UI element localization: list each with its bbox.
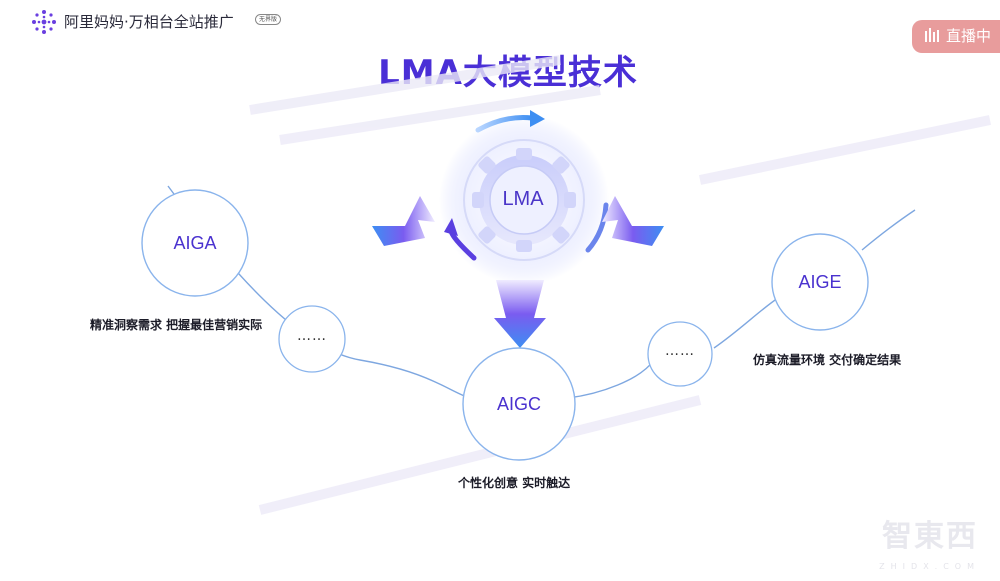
- right-cycle-arrow-icon: [585, 202, 609, 253]
- lma-outer-ring: [463, 139, 585, 261]
- ellipsis-node-left: [278, 305, 346, 373]
- aiga-node: [141, 189, 249, 297]
- aiga-caption: 精准洞察需求 把握最佳营销实际: [90, 318, 263, 332]
- arrow-to-aiga-icon: [372, 196, 435, 246]
- left-cycle-arrowhead-icon: [444, 218, 458, 236]
- aige-label: AIGE: [798, 272, 842, 292]
- arrow-to-aige-icon: [602, 196, 664, 246]
- brand-name: 阿里妈妈·万相台全站推广: [64, 13, 234, 31]
- ellipsis-node-right: [647, 321, 713, 387]
- aiga-label: AIGA: [173, 233, 217, 253]
- aigc-label: AIGC: [496, 394, 541, 414]
- aige-caption: 仿真流量环境 交付确定结果: [753, 353, 902, 367]
- arrow-to-aigc-icon: [494, 280, 546, 348]
- top-cycle-arrowhead-icon: [530, 110, 545, 127]
- ellipsis-right: ……: [665, 343, 695, 359]
- background-streaks: [249, 55, 992, 515]
- aige-node: [771, 233, 869, 331]
- watermark-logo: 智東西: [882, 519, 978, 554]
- watermark-url: ZHIDX.COM: [879, 562, 980, 571]
- gear-icon: [472, 148, 576, 252]
- aigc-node: [462, 347, 576, 461]
- alimama-logo-icon: [32, 10, 56, 34]
- live-status-button[interactable]: 直播中: [912, 20, 1000, 53]
- aigc-caption: 个性化创意 实时触达: [458, 476, 571, 490]
- live-status-label: 直播中: [946, 27, 992, 45]
- live-bars-icon: [925, 28, 939, 42]
- top-cycle-arrow-icon: [475, 115, 535, 133]
- brand-edition-badge: 无界版: [255, 14, 282, 25]
- lma-label: LMA: [502, 188, 544, 210]
- ellipsis-left: ……: [297, 328, 327, 344]
